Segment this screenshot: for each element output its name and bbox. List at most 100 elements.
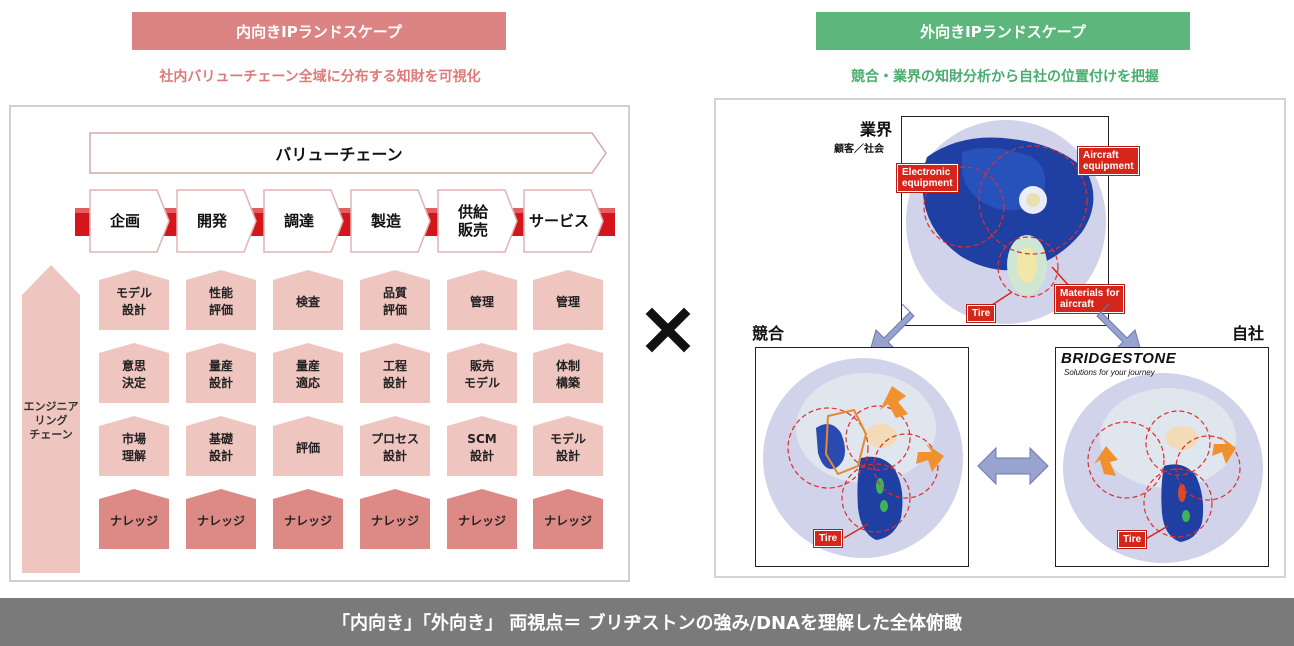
stage-1: 企画 bbox=[89, 189, 171, 253]
cell-label: ナレッジ bbox=[283, 513, 332, 528]
cell-pentagon-shape bbox=[99, 416, 169, 476]
cross-icon bbox=[645, 307, 691, 353]
stage-chevron-shape bbox=[89, 189, 170, 253]
knowledge-cell: ナレッジ bbox=[360, 489, 430, 549]
cell-label: 工程設計 bbox=[382, 359, 407, 390]
cell-pentagon-shape bbox=[186, 416, 256, 476]
stage-chevron-shape bbox=[350, 189, 431, 253]
cell-pentagon-shape bbox=[99, 343, 169, 403]
capability-cell: モデル設計 bbox=[99, 270, 169, 330]
own-company-title: 自社 bbox=[1232, 324, 1265, 343]
capability-cell: 管理 bbox=[533, 270, 603, 330]
cell-label: ナレッジ bbox=[457, 513, 506, 528]
industry-title: 業界 bbox=[860, 120, 893, 139]
stage-chevron-shape bbox=[263, 189, 344, 253]
stage-label: サービス bbox=[528, 212, 589, 230]
cell-pentagon-shape bbox=[533, 489, 603, 549]
knowledge-cell: ナレッジ bbox=[447, 489, 517, 549]
engineering-chain-label: エンジニアリングチェーン bbox=[23, 400, 79, 441]
capability-cell: 基礎設計 bbox=[186, 416, 256, 476]
outward-subtitle: 競合・業界の知財分析から自社の位置付けを把握 bbox=[851, 69, 1159, 85]
cell-pentagon-shape bbox=[186, 270, 256, 330]
knowledge-cell: ナレッジ bbox=[533, 489, 603, 549]
cell-label: プロセス設計 bbox=[370, 432, 419, 463]
inward-subtitle: 社内バリューチェーン全域に分布する知財を可視化 bbox=[159, 69, 481, 85]
value-chain-label: バリューチェーン bbox=[275, 145, 403, 164]
cell-pentagon-shape bbox=[273, 416, 343, 476]
industry-subtitle: 顧客／社会 bbox=[834, 144, 884, 155]
cell-pentagon-shape bbox=[360, 270, 430, 330]
capability-cell: 評価 bbox=[273, 416, 343, 476]
competitor-title: 競合 bbox=[752, 324, 785, 343]
capability-cell: 検査 bbox=[273, 270, 343, 330]
outward-title: 外向きIPランドスケープ bbox=[920, 22, 1086, 41]
capability-cell: 性能評価 bbox=[186, 270, 256, 330]
capability-cell: 体制構築 bbox=[533, 343, 603, 403]
summary-footer: 「内向き」「外向き」 両視点＝ ブリヂストンの強み/DNAを理解した全体俯瞰 bbox=[0, 598, 1294, 646]
capability-cell: 管理 bbox=[447, 270, 517, 330]
capability-cell: 販売モデル bbox=[447, 343, 517, 403]
cell-label: モデル設計 bbox=[115, 286, 152, 317]
stage-4: 製造 bbox=[350, 189, 432, 253]
cell-label: 量産適応 bbox=[295, 359, 320, 390]
tag-tire-industry: Tire bbox=[965, 304, 997, 323]
capability-cell: 量産設計 bbox=[186, 343, 256, 403]
capability-cell: 量産適応 bbox=[273, 343, 343, 403]
inward-ip-landscape-banner: 内向きIPランドスケープ bbox=[132, 12, 506, 50]
stage-label: 企画 bbox=[109, 212, 140, 230]
cell-label: 管理 bbox=[555, 294, 580, 309]
cell-label: モデル設計 bbox=[549, 432, 586, 463]
cell-label: 体制構築 bbox=[555, 359, 580, 390]
cell-label: 管理 bbox=[469, 294, 494, 309]
inward-title: 内向きIPランドスケープ bbox=[236, 22, 402, 41]
cell-pentagon-shape bbox=[447, 270, 517, 330]
cell-pentagon-shape bbox=[99, 489, 169, 549]
cell-label: 量産設計 bbox=[208, 359, 233, 390]
cell-pentagon-shape bbox=[99, 270, 169, 330]
summary-text: 「内向き」「外向き」 両視点＝ ブリヂストンの強み/DNAを理解した全体俯瞰 bbox=[331, 613, 963, 634]
cell-pentagon-shape bbox=[360, 416, 430, 476]
competitor-map bbox=[755, 347, 969, 567]
stage-label: 供給販売 bbox=[457, 203, 488, 239]
cell-pentagon-shape bbox=[186, 343, 256, 403]
stage-3: 調達 bbox=[263, 189, 345, 253]
compare-arrow-icon bbox=[977, 446, 1049, 486]
cell-pentagon-shape bbox=[447, 416, 517, 476]
cell-label: 検査 bbox=[295, 294, 320, 309]
capability-cell: 工程設計 bbox=[360, 343, 430, 403]
stage-chevron-shape bbox=[176, 189, 257, 253]
capability-cell: 品質評価 bbox=[360, 270, 430, 330]
value-chain-arrow bbox=[89, 132, 607, 174]
stage-label: 開発 bbox=[196, 212, 227, 230]
stage-label: 製造 bbox=[370, 212, 401, 230]
cell-label: ナレッジ bbox=[543, 513, 592, 528]
cell-pentagon-shape bbox=[360, 343, 430, 403]
stage-6: サービス bbox=[523, 189, 605, 253]
cell-pentagon-shape bbox=[447, 489, 517, 549]
capability-cell: モデル設計 bbox=[533, 416, 603, 476]
bridgestone-tagline: Solutions for your journey bbox=[1064, 368, 1155, 377]
knowledge-cell: ナレッジ bbox=[99, 489, 169, 549]
cell-label: 販売モデル bbox=[463, 359, 500, 390]
knowledge-cell: ナレッジ bbox=[273, 489, 343, 549]
cell-pentagon-shape bbox=[533, 416, 603, 476]
stage-5: 供給販売 bbox=[437, 189, 519, 253]
capability-cell: 意思決定 bbox=[99, 343, 169, 403]
bridgestone-logo: BRIDGESTONE bbox=[1061, 350, 1177, 367]
tag-tire-competitor: Tire bbox=[812, 529, 844, 548]
knowledge-cell: ナレッジ bbox=[186, 489, 256, 549]
cell-label: 意思決定 bbox=[121, 359, 146, 390]
cell-label: ナレッジ bbox=[196, 513, 245, 528]
cell-pentagon-shape bbox=[273, 489, 343, 549]
cell-pentagon-shape bbox=[360, 489, 430, 549]
cell-pentagon-shape bbox=[533, 270, 603, 330]
cell-label: ナレッジ bbox=[109, 513, 158, 528]
capability-cell: プロセス設計 bbox=[360, 416, 430, 476]
cell-label: 評価 bbox=[295, 440, 320, 455]
cell-pentagon-shape bbox=[447, 343, 517, 403]
stage-chevron-shape bbox=[523, 189, 604, 253]
cell-pentagon-shape bbox=[273, 270, 343, 330]
